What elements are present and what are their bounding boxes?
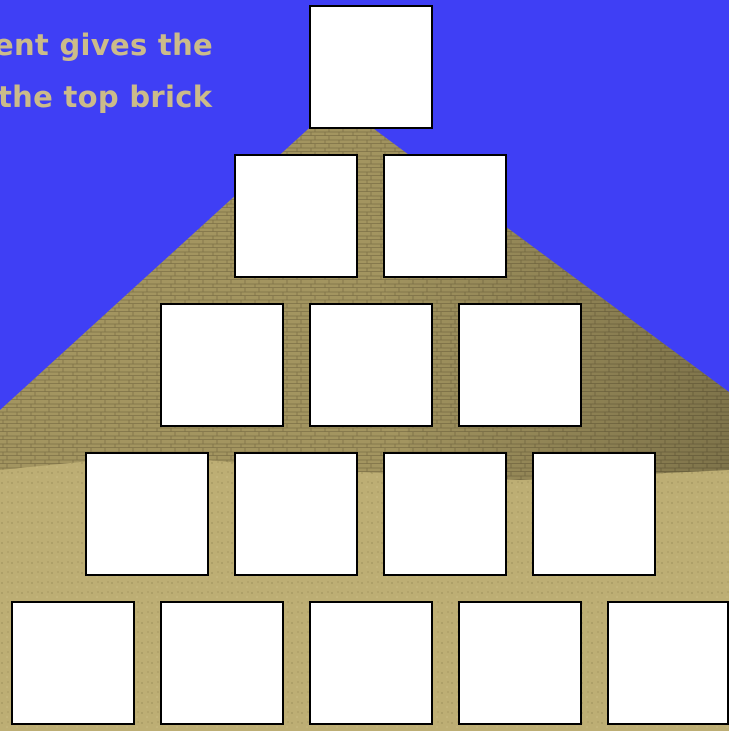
brick-row2-col2[interactable] bbox=[383, 154, 507, 278]
instruction-text-line-1: ent gives the bbox=[0, 28, 213, 62]
brick-row4-col1[interactable] bbox=[85, 452, 209, 576]
brick-row4-col3[interactable] bbox=[383, 452, 507, 576]
brick-row5-col3[interactable] bbox=[309, 601, 433, 725]
brick-row4-col2[interactable] bbox=[234, 452, 358, 576]
brick-row3-col1[interactable] bbox=[160, 303, 284, 427]
brick-row5-col2[interactable] bbox=[160, 601, 284, 725]
brick-row3-col2[interactable] bbox=[309, 303, 433, 427]
brick-row2-col1[interactable] bbox=[234, 154, 358, 278]
brick-row5-col5[interactable] bbox=[607, 601, 729, 725]
brick-row5-col1[interactable] bbox=[11, 601, 135, 725]
brick-row5-col4[interactable] bbox=[458, 601, 582, 725]
instruction-text-line-2: the top brick bbox=[0, 80, 212, 114]
brick-row4-col4[interactable] bbox=[532, 452, 656, 576]
brick-row3-col3[interactable] bbox=[458, 303, 582, 427]
brick-row1-col1[interactable] bbox=[309, 5, 433, 129]
